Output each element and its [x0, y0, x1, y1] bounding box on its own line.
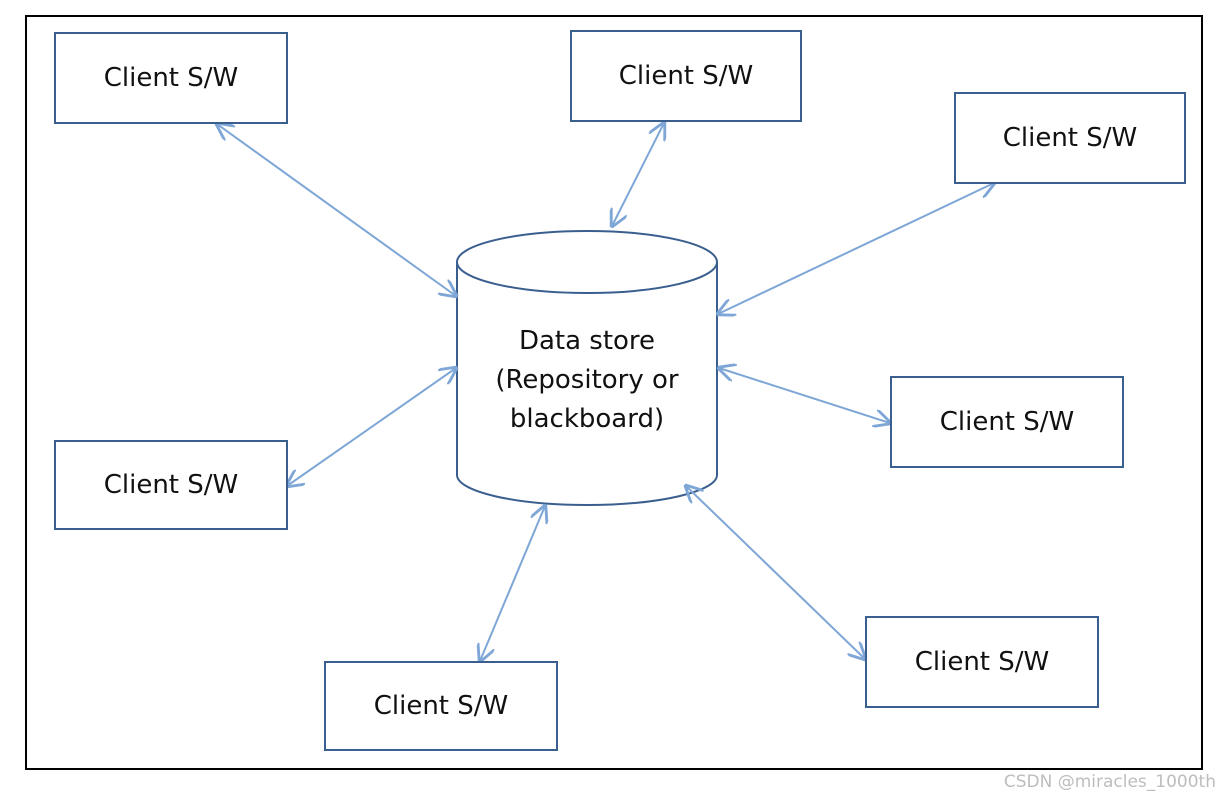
client-label: Client S/W — [618, 61, 754, 91]
diagram-frame — [25, 15, 1203, 770]
datastore-cylinder — [456, 230, 718, 506]
arrow-client5-datastore — [719, 368, 890, 423]
client-label: Client S/W — [103, 470, 239, 500]
client-label: Client S/W — [373, 691, 509, 721]
client-label: Client S/W — [1002, 123, 1138, 153]
datastore-label-line2: (Repository or — [495, 365, 679, 395]
watermark-text: CSDN @miracles_1000th — [1003, 772, 1216, 792]
client-box-bottom-center: Client S/W — [324, 661, 558, 751]
client-label: Client S/W — [103, 63, 239, 93]
arrow-client4-datastore — [287, 368, 456, 486]
arrow-client6-datastore — [480, 506, 545, 661]
datastore-label: Data store (Repository or blackboard) — [458, 322, 716, 439]
arrow-client3-datastore — [718, 183, 994, 314]
client-box-bottom-right: Client S/W — [865, 616, 1099, 708]
datastore-label-line3: blackboard) — [509, 404, 665, 434]
client-label: Client S/W — [914, 647, 1050, 677]
client-box-mid-left: Client S/W — [54, 440, 288, 530]
client-box-top-center: Client S/W — [570, 30, 802, 122]
client-box-mid-right: Client S/W — [890, 376, 1124, 468]
client-label: Client S/W — [939, 407, 1075, 437]
arrow-client2-datastore — [612, 123, 664, 226]
client-box-top-left: Client S/W — [54, 32, 288, 124]
datastore-label-line1: Data store — [518, 326, 656, 356]
arrow-client1-datastore — [217, 124, 456, 296]
client-box-top-right: Client S/W — [954, 92, 1186, 184]
arrow-client7-datastore — [686, 486, 865, 659]
